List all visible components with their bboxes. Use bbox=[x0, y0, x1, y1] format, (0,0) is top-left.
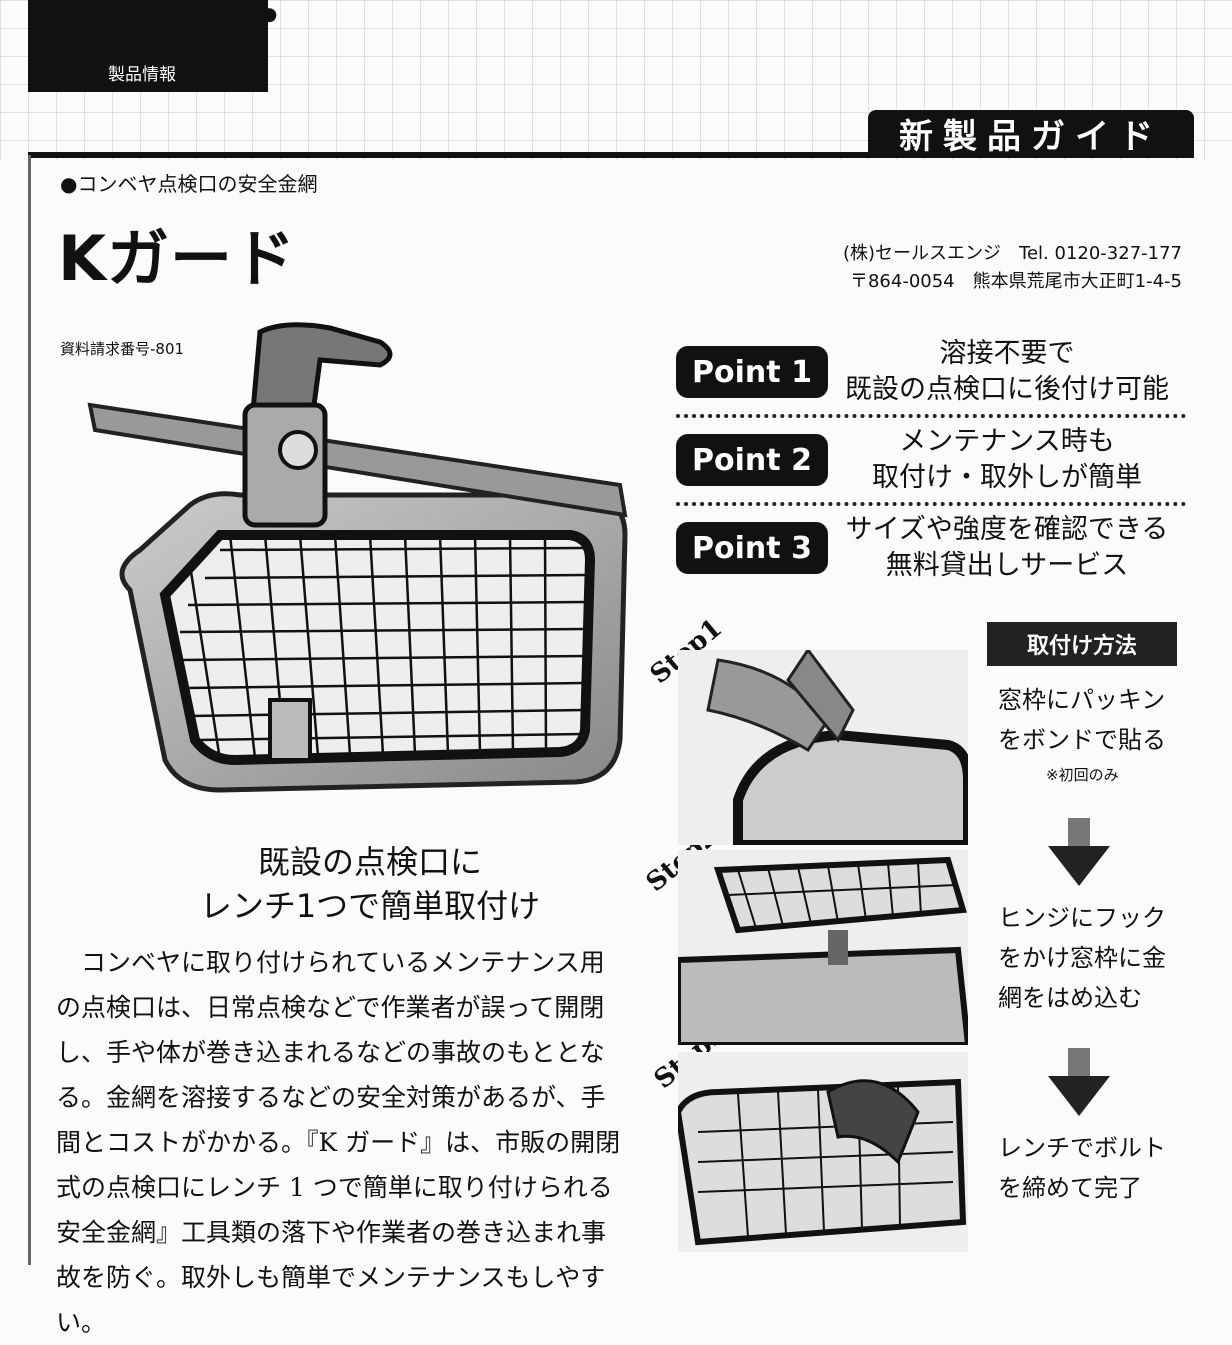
point-badge: Point 1 bbox=[676, 346, 828, 398]
point-text: 溶接不要で 既設の点検口に後付け可能 bbox=[828, 336, 1186, 408]
frame-border bbox=[28, 155, 31, 1265]
product-photo bbox=[87, 322, 628, 793]
point-text-line: 溶接不要で bbox=[939, 338, 1075, 369]
point-row: Point 2 メンテナンス時も 取付け・取外しが簡単 bbox=[676, 418, 1186, 506]
top-rule bbox=[28, 152, 1194, 158]
point-text: メンテナンス時も 取付け・取外しが簡単 bbox=[828, 424, 1186, 496]
step2-photo bbox=[678, 850, 968, 1045]
step3-photo bbox=[678, 1052, 968, 1252]
company-info: (株)セールスエンジ Tel. 0120-327-177 〒864-0054 熊本県… bbox=[843, 240, 1182, 296]
product-kicker: ●コンベヤ点検口の安全金網 bbox=[60, 172, 318, 196]
category-label: 製品情報 bbox=[108, 65, 176, 85]
point-text-line: 無料貸出しサービス bbox=[885, 550, 1129, 581]
article-body: コンベヤに取り付けられているメンテナンス用の点検口は、日常点検などで作業者が誤っ… bbox=[56, 948, 621, 1337]
step-desc-line: をボンドで貼る bbox=[998, 726, 1166, 754]
headline-line-1: 既設の点検口に bbox=[257, 843, 482, 881]
point-text-line: 取付け・取外しが簡単 bbox=[872, 462, 1142, 493]
product-name: Kガード bbox=[58, 222, 297, 295]
company-name: (株)セールスエンジ bbox=[842, 243, 1002, 264]
point-row: Point 1 溶接不要で 既設の点検口に後付け可能 bbox=[676, 330, 1186, 418]
category-tab: 製品情報 bbox=[28, 0, 268, 92]
point-badge: Point 3 bbox=[676, 522, 828, 574]
step-desc-line: ヒンジにフック bbox=[998, 904, 1166, 932]
point-text: サイズや強度を確認できる 無料貸出しサービス bbox=[828, 512, 1186, 584]
step-desc-line: 窓枠にパッキン bbox=[998, 686, 1166, 714]
method-title: 取付け方法 bbox=[987, 622, 1177, 666]
step1-description: 窓枠にパッキン をボンドで貼る bbox=[998, 680, 1178, 760]
point-text-line: 既設の点検口に後付け可能 bbox=[845, 374, 1169, 405]
step3-description: レンチでボルト を締めて完了 bbox=[998, 1128, 1178, 1208]
point-text-line: メンテナンス時も bbox=[899, 426, 1115, 457]
point-badge: Point 2 bbox=[676, 434, 828, 486]
company-postal: 〒864-0054 bbox=[849, 271, 955, 292]
step-desc-line: レンチでボルト bbox=[998, 1134, 1166, 1162]
step-desc-line: を締めて完了 bbox=[998, 1174, 1142, 1202]
down-arrow-icon bbox=[1048, 818, 1110, 886]
company-tel: Tel. 0120-327-177 bbox=[1019, 243, 1182, 264]
down-arrow-icon bbox=[1048, 1048, 1110, 1116]
step-desc-line: 網をはめ込む bbox=[998, 984, 1142, 1012]
section-banner: 新製品ガイド bbox=[868, 110, 1194, 157]
point-row: Point 3 サイズや強度を確認できる 無料貸出しサービス bbox=[676, 506, 1186, 590]
step-desc-line: をかけ窓枠に金 bbox=[998, 944, 1166, 972]
request-number: 資料請求番号-801 bbox=[60, 340, 185, 358]
step2-description: ヒンジにフック をかけ窓枠に金 網をはめ込む bbox=[998, 898, 1178, 1018]
step1-note: ※初回のみ bbox=[1046, 766, 1119, 784]
headline: 既設の点検口に レンチ1つで簡単取付け bbox=[130, 840, 610, 928]
point-text-line: サイズや強度を確認できる bbox=[845, 514, 1169, 545]
step1-photo bbox=[678, 650, 968, 845]
company-address: 熊本県荒尾市大正町1-4-5 bbox=[972, 271, 1182, 292]
headline-line-2: レンチ1つで簡単取付け bbox=[199, 887, 541, 925]
points-list: Point 1 溶接不要で 既設の点検口に後付け可能 Point 2 メンテナン… bbox=[676, 330, 1186, 590]
